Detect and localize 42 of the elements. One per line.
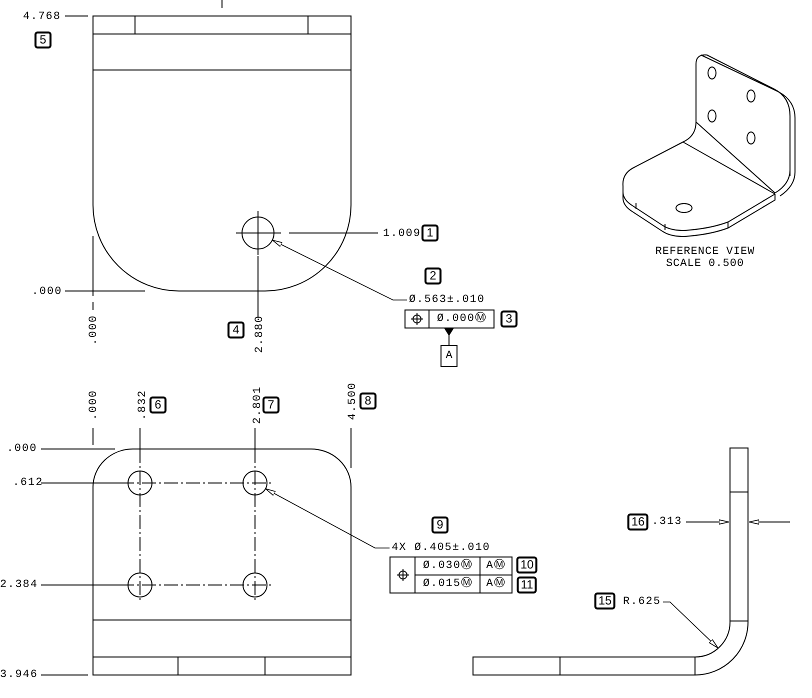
callout-number: 1 <box>422 224 438 242</box>
dimension-text: .000 <box>88 314 100 346</box>
hole-circle <box>242 470 268 496</box>
dimension-text: 2.880 <box>254 315 266 353</box>
callout-number: 6 <box>150 396 166 414</box>
callout-number: 11 <box>516 576 538 594</box>
dimension-text: 2.384 <box>0 578 38 592</box>
tolerance-text: Ø.000Ⓜ <box>437 312 487 326</box>
callout-number: 5 <box>34 32 52 48</box>
dimension-text: .832 <box>136 390 150 420</box>
callout-number: 16 <box>627 514 649 530</box>
dimension-text: 4.500 <box>346 382 360 420</box>
callout-number: 9 <box>432 516 448 534</box>
tolerance-text: AⓂ <box>486 560 506 572</box>
leader-line <box>662 602 718 648</box>
tolerance-text: Ø.030Ⓜ <box>423 560 473 572</box>
callout-number: 8 <box>360 392 376 410</box>
tolerance-note: 4X Ø.405±.010 <box>392 542 490 554</box>
dimension-text: 1.009 <box>383 228 421 240</box>
radius-note: R.625 <box>623 596 661 608</box>
hole-circle <box>242 216 274 250</box>
callout-number: 4 <box>228 322 244 338</box>
callout-number: 2 <box>424 268 442 284</box>
dimension-text: .313 <box>652 516 682 528</box>
tolerance-text: AⓂ <box>486 578 506 590</box>
tolerance-note: Ø.563±.010 <box>409 294 485 306</box>
datum-box: A <box>440 345 458 367</box>
view-caption: REFERENCE VIEW SCALE 0.500 <box>654 246 756 270</box>
callout-number: 15 <box>594 592 616 610</box>
dimension-text: .612 <box>12 476 44 490</box>
tolerance-text: Ø.015Ⓜ <box>423 578 473 590</box>
dimension-text: .000 <box>32 286 62 298</box>
callout-number: 3 <box>500 310 518 328</box>
dimension-text: 4.768 <box>23 10 61 24</box>
dimension-text: .000 <box>6 442 38 456</box>
dimension-text: .000 <box>88 390 100 420</box>
leader-line <box>265 488 390 548</box>
callout-number: 7 <box>262 396 280 414</box>
dimension-text: 3.946 <box>0 668 38 682</box>
leader-line <box>272 240 408 300</box>
callout-number: 10 <box>516 556 538 574</box>
dimension-text: 2.801 <box>252 386 264 424</box>
